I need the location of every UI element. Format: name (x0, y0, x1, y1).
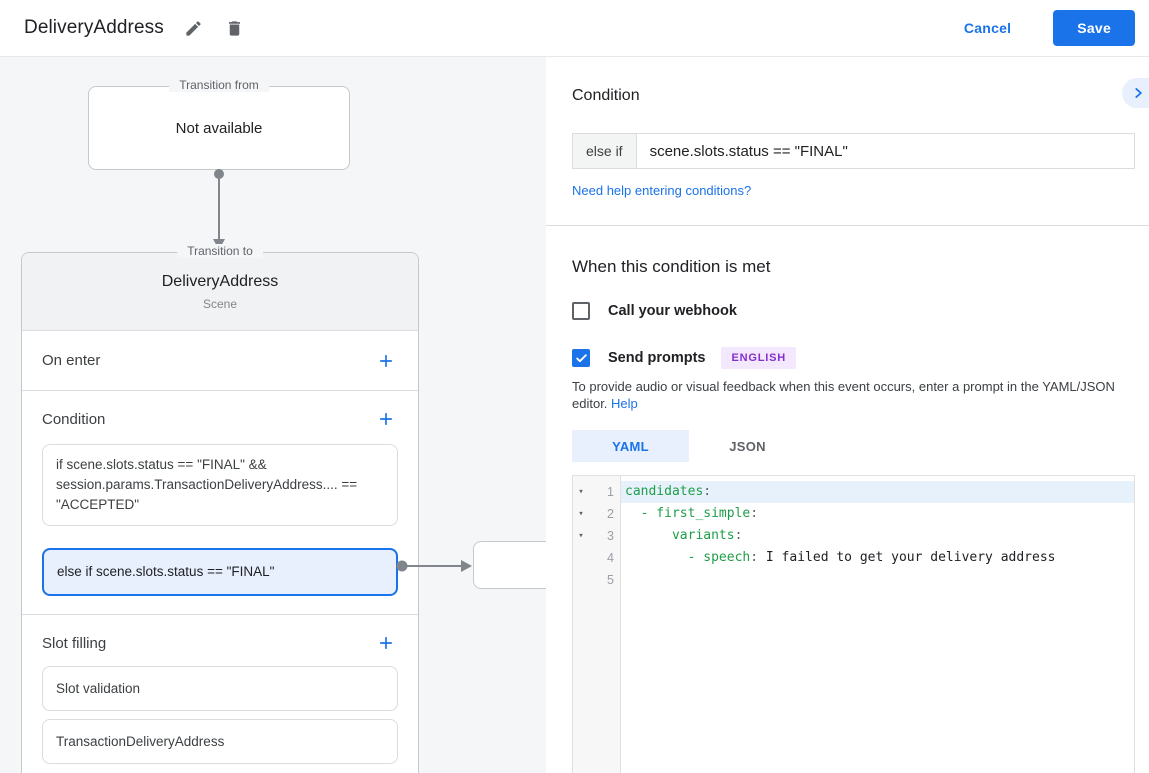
scene-name: DeliveryAddress (161, 272, 279, 290)
line-number: 4 (607, 551, 614, 565)
prompts-description: To provide audio or visual feedback when… (572, 379, 1135, 412)
editor-code-area[interactable]: candidates: - first_simple: variants: - … (621, 476, 1134, 773)
code-line[interactable] (621, 569, 1134, 591)
on-enter-row: On enter (22, 331, 418, 391)
pencil-icon (186, 20, 201, 36)
code-token: : (750, 506, 759, 521)
code-line[interactable]: candidates: (621, 481, 1134, 503)
plus-icon (380, 413, 392, 425)
add-on-enter-button[interactable] (374, 349, 398, 373)
tab-yaml[interactable]: YAML (572, 430, 689, 462)
condition-editor-row: else if (572, 133, 1135, 169)
code-line[interactable]: - speech: I failed to get your delivery … (621, 547, 1134, 569)
top-bar: DeliveryAddress Cancel Save (0, 0, 1149, 57)
code-line[interactable]: variants: (621, 525, 1134, 547)
line-number: 1 (607, 485, 614, 499)
save-button[interactable]: Save (1053, 10, 1135, 46)
code-token: variants (671, 528, 735, 543)
condition-section: Condition if scene.slots.status == "FINA… (22, 391, 418, 615)
panel-title: Condition (572, 87, 640, 104)
prompts-checkbox-row: Send prompts ENGLISH (572, 347, 1135, 369)
code-token: candidates (625, 484, 704, 499)
transition-from-value: Not available (175, 119, 263, 137)
conditions-help-link[interactable]: Need help entering conditions? (572, 183, 752, 198)
add-condition-button[interactable] (374, 407, 398, 431)
gutter-line: ▾1 (573, 481, 620, 503)
code-token: : (734, 528, 743, 543)
triangle-down-icon[interactable]: ▾ (578, 509, 584, 519)
send-prompts-label: Send prompts (608, 350, 706, 366)
when-condition-met-title: When this condition is met (572, 257, 771, 276)
line-number: 2 (607, 507, 614, 521)
slot-filling-label: Slot filling (42, 634, 107, 652)
content-area: Transition from Not available Transition… (0, 57, 1149, 773)
condition-detail-panel: Condition else if Need help entering con… (546, 57, 1149, 773)
code-token (625, 528, 672, 543)
line-number: 3 (607, 529, 614, 543)
code-token (625, 506, 641, 521)
cancel-button[interactable]: Cancel (948, 12, 1027, 44)
slot-transaction-item[interactable]: TransactionDeliveryAddress (42, 719, 398, 764)
line-number: 5 (607, 573, 614, 587)
condition-item-if[interactable]: if scene.slots.status == "FINAL" && sess… (42, 444, 398, 526)
gutter-line: ▾2 (573, 503, 620, 525)
code-token: : (703, 484, 712, 499)
code-token: - speech (687, 550, 751, 565)
scene-type-label: Scene (202, 296, 238, 311)
webhook-checkbox-row: Call your webhook (572, 302, 1135, 320)
chevron-right-icon (1134, 88, 1142, 98)
code-token: I failed to get your delivery address (758, 550, 1056, 565)
code-token (625, 550, 688, 565)
gutter-line: 4 (573, 547, 620, 569)
transition-from-legend: Transition from (169, 78, 269, 92)
editor-format-tabs: YAML JSON (572, 430, 1135, 462)
scene-diagram-canvas: Transition from Not available Transition… (0, 57, 546, 773)
checkmark-icon (575, 353, 587, 362)
slot-validation-item[interactable]: Slot validation (42, 666, 398, 711)
prompts-description-text: To provide audio or visual feedback when… (572, 379, 1115, 411)
help-link[interactable]: Help (611, 395, 638, 411)
gutter-line: ▾3 (573, 525, 620, 547)
page-title: DeliveryAddress (24, 17, 164, 38)
trash-icon (228, 20, 240, 36)
horizontal-connector-arrow (396, 560, 472, 572)
collapse-panel-button[interactable] (1122, 78, 1149, 108)
condition-label: Condition (42, 410, 106, 428)
triangle-down-icon[interactable]: ▾ (578, 531, 584, 541)
condition-section-header: Condition (42, 404, 398, 434)
edit-title-button[interactable] (178, 13, 209, 44)
slot-filling-section-header: Slot filling (42, 628, 398, 658)
code-token: - first_simple (640, 506, 751, 521)
scene-card-header[interactable]: DeliveryAddress Scene (22, 253, 418, 331)
language-badge: ENGLISH (721, 347, 796, 369)
condition-expression-input[interactable] (636, 134, 1134, 168)
webhook-checkbox-label: Call your webhook (608, 303, 737, 319)
gutter-line: 5 (573, 569, 620, 591)
vertical-connector-arrow (213, 169, 225, 250)
code-token: : (750, 550, 759, 565)
condition-prefix-label: else if (573, 134, 637, 168)
transition-target-box[interactable] (473, 541, 546, 589)
help-row: Need help entering conditions? (572, 182, 1135, 200)
transition-to-legend: Transition to (177, 244, 263, 258)
slot-filling-section: Slot filling Slot validation Transaction… (22, 615, 418, 773)
panel-divider (546, 225, 1149, 226)
scene-card: Transition to DeliveryAddress Scene On e… (21, 244, 419, 773)
code-line[interactable]: - first_simple: (621, 503, 1134, 525)
plus-icon (380, 354, 392, 367)
delete-scene-button[interactable] (219, 13, 250, 44)
add-slot-button[interactable] (374, 631, 398, 655)
tab-json[interactable]: JSON (729, 438, 766, 454)
webhook-checkbox[interactable] (572, 302, 590, 320)
condition-item-else-if-selected[interactable]: else if scene.slots.status == "FINAL" (42, 548, 398, 596)
send-prompts-checkbox[interactable] (572, 349, 590, 367)
on-enter-label: On enter (42, 352, 101, 369)
plus-icon (380, 637, 392, 649)
triangle-down-icon[interactable]: ▾ (578, 487, 584, 497)
transition-from-box: Transition from Not available (88, 78, 350, 170)
